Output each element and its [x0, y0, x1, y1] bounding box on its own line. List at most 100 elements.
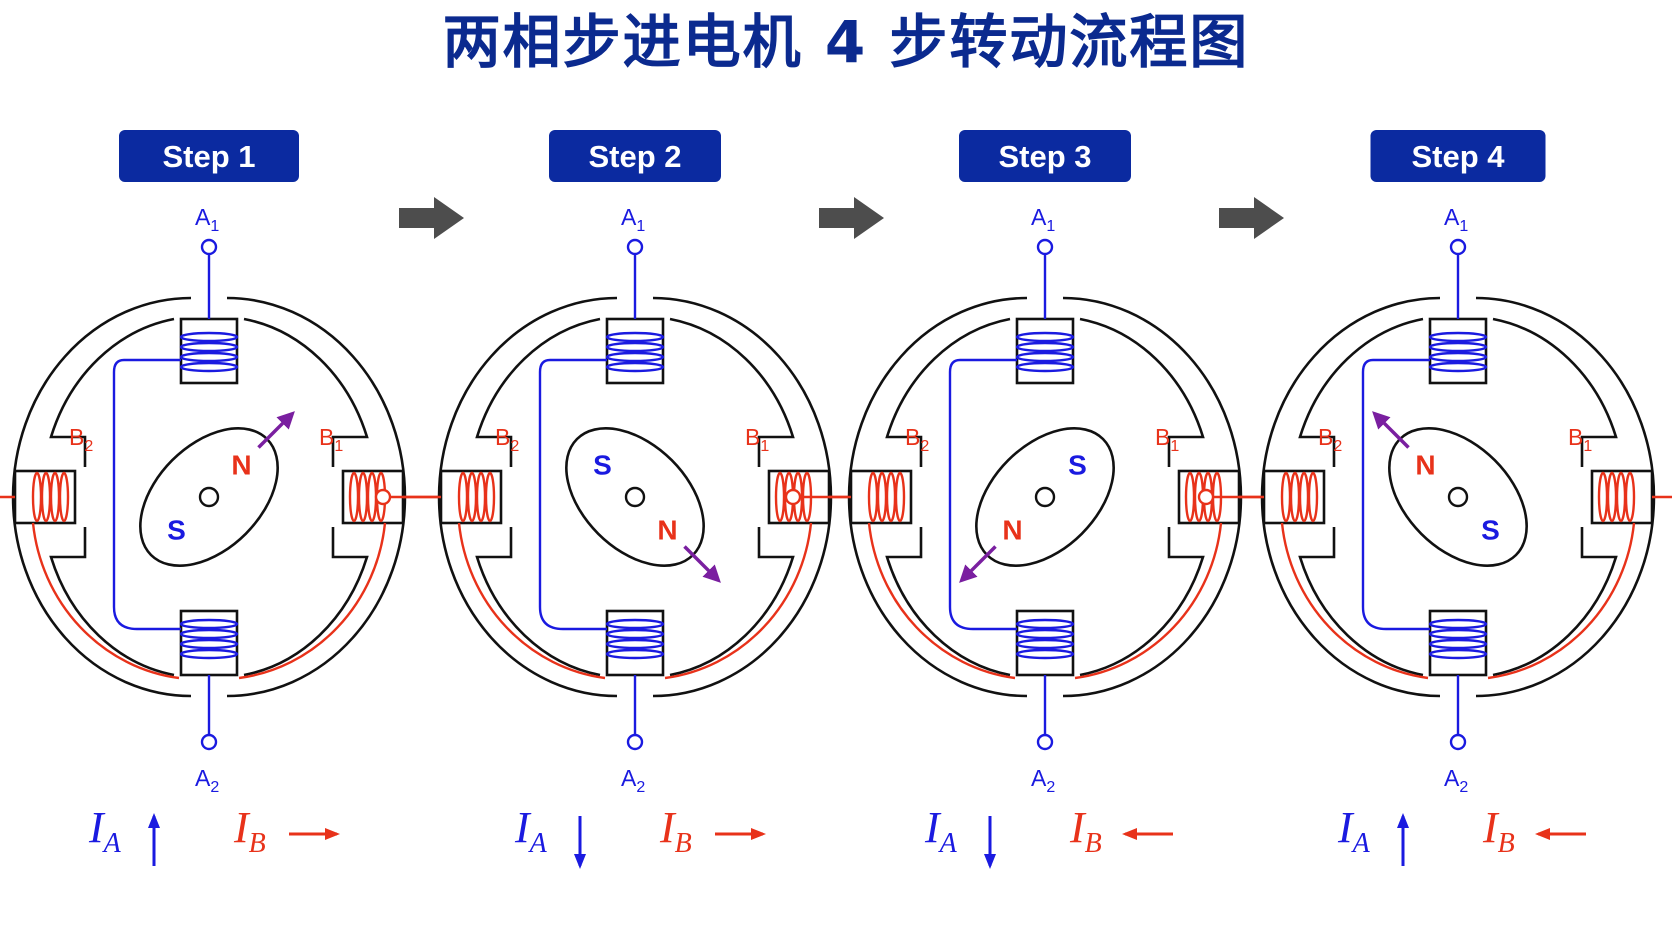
- current-a-label: IA: [1337, 803, 1371, 859]
- terminal-a2-label: A2: [1444, 765, 1468, 796]
- current-b-label: IB: [233, 803, 266, 859]
- terminal-a2: [1449, 733, 1467, 751]
- stator-inner-left-bottom: [885, 527, 1011, 677]
- phase-a-coil-bottom-turn: [1015, 648, 1075, 660]
- phase-a-connecting-wire: [948, 358, 1017, 631]
- step-badge: Step 3: [959, 130, 1131, 182]
- stator-inner-left-top: [49, 317, 175, 467]
- step-badge-background: [959, 130, 1131, 182]
- stator-pole-left: [849, 469, 913, 525]
- stator-inner-left-bottom: [1298, 527, 1424, 677]
- right-arrow-icon: [819, 197, 884, 239]
- phase-b-connecting-wire-right: [1074, 522, 1223, 680]
- phase-a-coil-bottom-turn: [179, 638, 239, 650]
- phase-a-coil-top-turn: [179, 361, 239, 373]
- terminal-a2: [1036, 733, 1054, 751]
- step-badge: Step 4: [1370, 130, 1546, 182]
- step-label: Step 3: [998, 139, 1091, 174]
- phase-a-coil-bottom-turn: [179, 618, 239, 630]
- stator-pole-right: [1590, 469, 1654, 525]
- phase-a-connecting-wire: [538, 358, 607, 631]
- phase-b-connecting-wire-right: [664, 522, 813, 680]
- phase-a-coil-top-turn: [1015, 351, 1075, 363]
- stator-inner-left-top: [475, 317, 601, 467]
- rotor: NS: [959, 427, 1115, 583]
- step-badge-background: [549, 130, 721, 182]
- terminal-a1-label: A1: [1031, 204, 1055, 235]
- terminal-a1-label: A1: [195, 204, 219, 235]
- terminal-b2: [784, 488, 802, 506]
- terminal-b2-label: B2: [1318, 424, 1342, 455]
- phase-b-connecting-wire-left: [31, 522, 180, 680]
- rotor-field-arrow-icon: [683, 545, 721, 583]
- stator-frame: [1260, 296, 1656, 698]
- terminal-b2-label: B2: [69, 424, 93, 455]
- phase-a-winding: [112, 238, 239, 751]
- rotor: NS: [1372, 411, 1528, 567]
- stator-inner-left-top: [885, 317, 1011, 467]
- stator-inner-right-top: [243, 317, 369, 467]
- step-badge: Step 2: [549, 130, 721, 182]
- terminal-b1-label: B1: [319, 424, 343, 455]
- phase-a-coil-bottom-turn: [1428, 648, 1488, 660]
- terminal-a1: [200, 238, 218, 256]
- terminal-a2-label: A2: [195, 765, 219, 796]
- terminal-b1-label: B1: [1155, 424, 1179, 455]
- rotor-south-label: S: [1481, 515, 1500, 546]
- right-arrow-icon: [1219, 197, 1284, 239]
- step-badge: Step 1: [119, 130, 299, 182]
- current-a-label: IA: [514, 803, 548, 859]
- rotor-south-label: S: [167, 515, 186, 546]
- phase-b-connecting-wire-left: [867, 522, 1016, 680]
- stator-pole-left: [13, 469, 77, 525]
- terminal-b2: [374, 488, 392, 506]
- rotor-shaft: [1034, 486, 1056, 508]
- step-label: Step 2: [588, 139, 681, 174]
- terminal-a1: [1036, 238, 1054, 256]
- flow-arrows: [399, 197, 1284, 239]
- rotor-north-label: N: [231, 449, 251, 480]
- phase-a-connecting-wire: [1361, 358, 1430, 631]
- phase-a-coil-top-turn: [179, 341, 239, 353]
- right-arrow-icon: [399, 197, 464, 239]
- phase-b-coil-left-turn: [484, 471, 496, 523]
- step-label: Step 4: [1411, 139, 1505, 174]
- stator-inner-right-bottom: [1492, 527, 1618, 677]
- rotor: NS: [565, 427, 721, 583]
- terminal-a2: [626, 733, 644, 751]
- page-title: 两相步进电机 4 步转动流程图: [443, 8, 1250, 76]
- terminal-b1-label: B1: [745, 424, 769, 455]
- phase-a-coil-bottom-turn: [1428, 618, 1488, 630]
- phase-a-coil-bottom-turn: [605, 628, 665, 640]
- terminal-a2: [200, 733, 218, 751]
- rotor-shaft: [624, 486, 646, 508]
- rotor-south-label: S: [593, 449, 612, 480]
- phase-a-coil-bottom-turn: [605, 638, 665, 650]
- terminal-b2-label: B2: [495, 424, 519, 455]
- phase-a-coil-top-turn: [1015, 341, 1075, 353]
- phase-a-coil-bottom-turn: [179, 648, 239, 660]
- terminal-b2-label: B2: [905, 424, 929, 455]
- terminal-a1-label: A1: [621, 204, 645, 235]
- stator-pole-left: [439, 469, 503, 525]
- rotor-north-label: N: [657, 515, 677, 546]
- phase-b-coil-right-turn: [1624, 471, 1636, 523]
- phase-a-coil-bottom-turn: [1015, 628, 1075, 640]
- phase-b-connecting-wire-left: [457, 522, 606, 680]
- phase-a-coil-top-turn: [1015, 331, 1075, 343]
- terminal-a1: [626, 238, 644, 256]
- phase-a-winding: [1361, 238, 1488, 751]
- phase-b-coil-left-turn: [1307, 471, 1319, 523]
- terminal-b1-label: B1: [1568, 424, 1592, 455]
- phase-a-coil-bottom-turn: [179, 628, 239, 640]
- phase-a-winding: [948, 238, 1075, 751]
- rotor-south-label: S: [1068, 449, 1087, 480]
- phase-a-coil-top-turn: [1428, 341, 1488, 353]
- terminal-a2-label: A2: [621, 765, 645, 796]
